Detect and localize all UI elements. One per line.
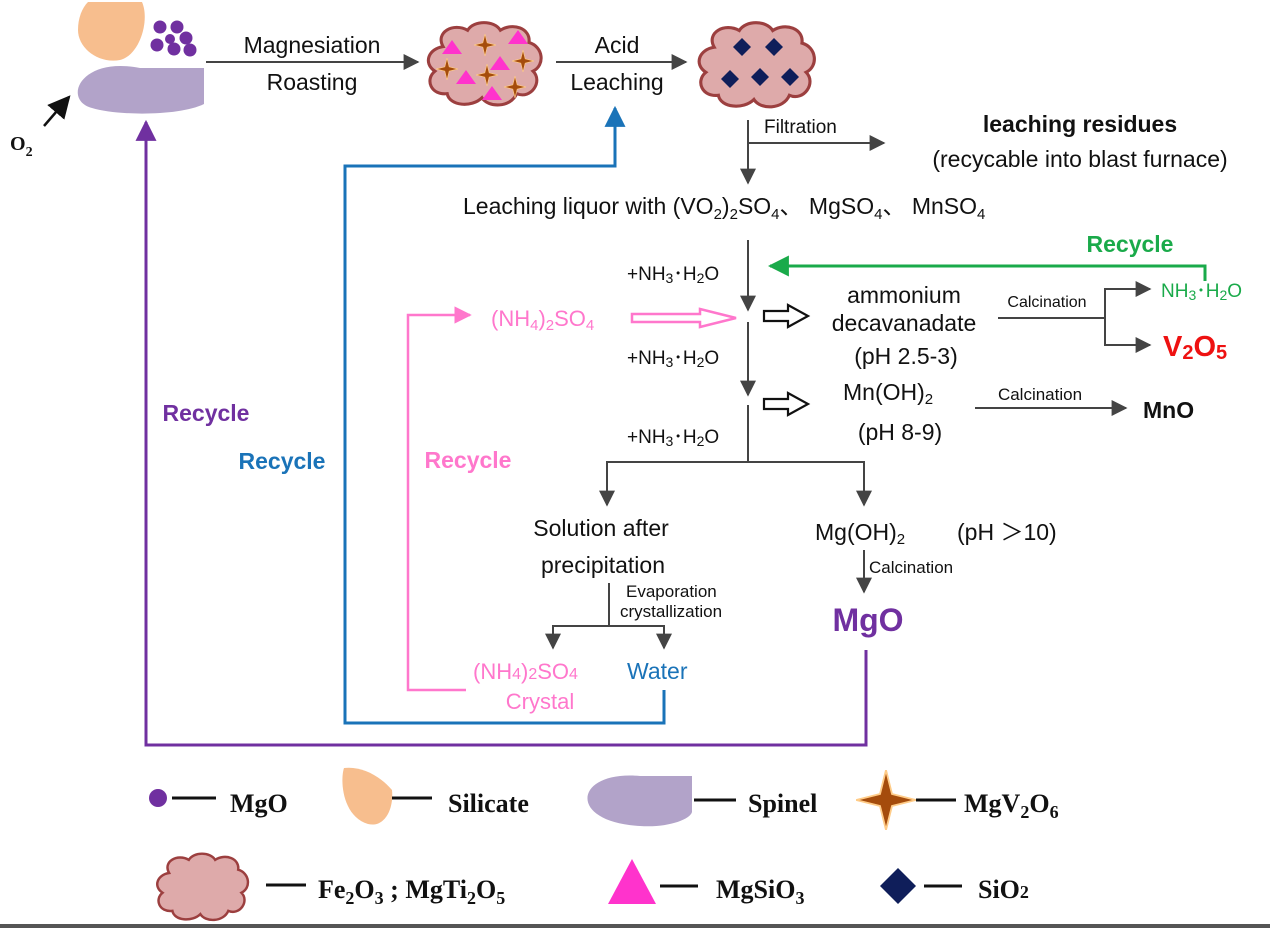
mno-label: MnO <box>1143 397 1194 423</box>
roasted-product-icon <box>426 21 543 107</box>
decavanadate-label: decavanadate <box>832 310 977 336</box>
acid-label: Acid <box>595 32 640 58</box>
spinel-icon <box>77 65 204 114</box>
to-v2o5-arrow <box>1104 318 1152 353</box>
legend-spinel-label: Spinel <box>748 789 817 818</box>
legend-mgo-dot-icon <box>149 789 167 807</box>
roasting-label: Roasting <box>267 69 358 95</box>
legend: MgO Silicate Spinel MgV2O6 Fe2O3 ; MgTi2… <box>149 767 1059 922</box>
to-crystal-arrow <box>545 625 609 650</box>
legend-mgv2o6-label: MgV2O6 <box>964 789 1059 822</box>
legend-fe2o3-label: Fe2O3 ; MgTi2O5 <box>318 875 505 908</box>
silicate-icon <box>78 2 145 61</box>
ph-vanadate-label: (pH 2.5-3) <box>854 343 958 369</box>
crystallization-label: crystallization <box>620 602 722 621</box>
v2o5-label: V2O5 <box>1163 331 1227 364</box>
ph-mn-label: (pH 8-9) <box>858 419 942 445</box>
recycle-pink-label: Recycle <box>425 447 512 473</box>
ammonium-sulfate-label: (NH4)2SO4 <box>491 306 594 334</box>
legend-sio2-label: SiO2 <box>978 875 1029 904</box>
mnoh-label: Mn(OH)2 <box>843 379 933 408</box>
blue-recycle-loop <box>343 105 666 725</box>
mgo-product-label: MgO <box>832 602 903 638</box>
water-label: Water <box>627 658 688 684</box>
mgo-dots-icon <box>150 20 197 57</box>
nh3-output-label: NH3･H2O <box>1161 281 1242 303</box>
crystal-label: Crystal <box>506 689 574 714</box>
calcination-v-label: Calcination <box>1007 294 1086 311</box>
pink-recycle-loop <box>406 306 472 692</box>
to-mgoh-arrow <box>748 461 872 507</box>
ammonium-sulfate-feed-arrow <box>630 307 737 329</box>
residues-title: leaching residues <box>983 111 1177 137</box>
purple-recycle-loop <box>135 119 868 747</box>
filtration-label: Filtration <box>764 117 837 138</box>
leaching-label: Leaching <box>570 69 663 95</box>
nh3-recycle-arrow <box>767 255 1207 281</box>
ph-mg-label: (pH ＞10) <box>957 519 1057 545</box>
recycle-purple-label: Recycle <box>163 400 250 426</box>
solution-label-1: Solution after <box>533 515 669 541</box>
residues-note: (recycable into blast furnace) <box>932 146 1227 172</box>
recycle-green-label: Recycle <box>1087 231 1174 257</box>
recycle-blue-label: Recycle <box>239 448 326 474</box>
legend-spinel-icon <box>587 775 692 827</box>
legend-mgo-label: MgO <box>230 789 288 818</box>
o2-arrow <box>43 95 71 127</box>
crystal-formula-label: (NH4)2SO4 <box>473 659 578 684</box>
calcination-mn-label: Calcination <box>998 385 1082 404</box>
legend-silicate-label: Silicate <box>448 789 529 818</box>
raw-material-icon <box>77 2 204 114</box>
to-nh3-arrow <box>1104 281 1152 318</box>
solution-label-2: precipitation <box>541 552 665 578</box>
to-solution-arrow <box>599 461 748 507</box>
magnesiation-label: Magnesiation <box>244 32 381 58</box>
bottom-border <box>0 924 1270 928</box>
legend-diamond-icon <box>880 868 916 904</box>
nh3-addition-3: +NH3･H2O <box>627 427 719 449</box>
o2-label: O2 <box>10 133 33 160</box>
mgoh-label: Mg(OH)2 <box>815 519 905 548</box>
to-decavanadate-arrow <box>762 303 811 329</box>
leaching-liquor-label: Leaching liquor with (VO2)2SO4、 MgSO4、 M… <box>463 193 985 223</box>
to-mnoh-arrow <box>762 391 811 417</box>
to-water-arrow <box>609 625 672 650</box>
nh3-addition-2: +NH3･H2O <box>627 348 719 370</box>
legend-mgsio3-label: MgSiO3 <box>716 875 804 908</box>
ammonium-label: ammonium <box>847 282 961 308</box>
calcination-mg-label: Calcination <box>869 558 953 577</box>
legend-star-icon <box>856 770 916 830</box>
legend-cloud-icon <box>155 852 250 922</box>
legend-triangle-icon <box>608 859 656 904</box>
nh3-addition-1: +NH3･H2O <box>627 264 719 286</box>
evaporation-label: Evaporation <box>626 582 717 601</box>
leached-solid-icon <box>697 21 817 109</box>
legend-silicate-icon <box>342 767 393 825</box>
